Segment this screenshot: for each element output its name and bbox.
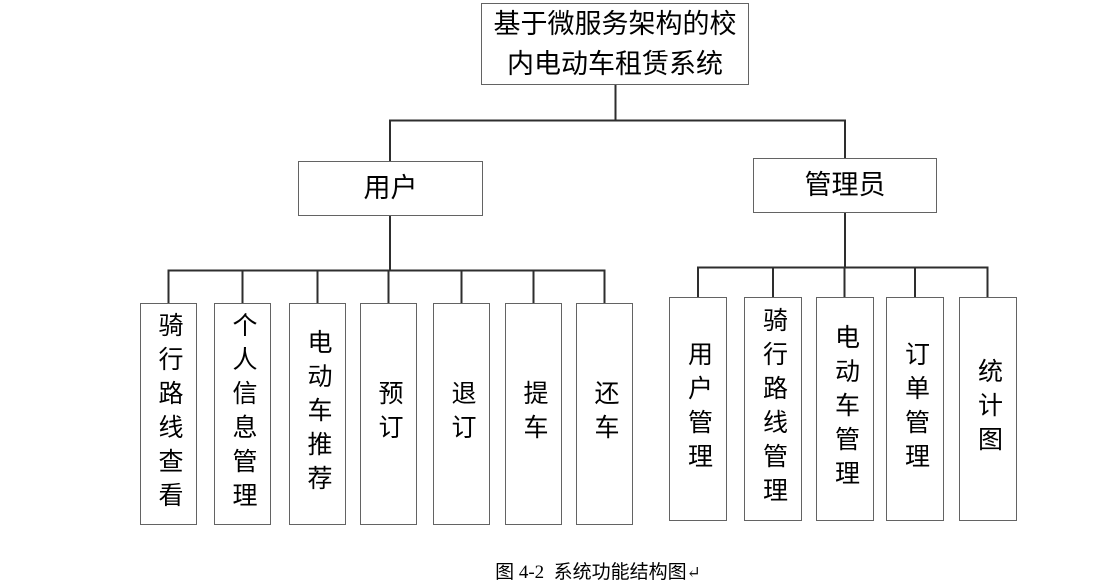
figure-caption-text: 图 4-2 系统功能结构图 bbox=[495, 562, 687, 583]
connector-root-to-branches bbox=[389, 84, 846, 162]
node-return-vehicle: 还车 bbox=[576, 303, 633, 525]
node-label: 个人信息管理 bbox=[229, 312, 256, 516]
paragraph-return-mark-icon: ↵ bbox=[686, 563, 701, 582]
node-branch-user-label: 用户 bbox=[363, 173, 418, 203]
node-user-management: 用户管理 bbox=[669, 297, 727, 521]
node-label: 统计图 bbox=[974, 358, 1002, 460]
node-ebike-recommendation: 电动车推荐 bbox=[289, 303, 346, 525]
node-root-label: 基于微服务架构的校内电动车租赁系统 bbox=[493, 9, 737, 79]
node-reserve: 预订 bbox=[360, 303, 417, 525]
node-label: 预订 bbox=[375, 380, 402, 448]
node-cancel-reservation: 退订 bbox=[433, 303, 490, 525]
node-label: 订单管理 bbox=[901, 341, 929, 477]
node-branch-user: 用户 bbox=[298, 161, 483, 216]
node-label: 电动车管理 bbox=[831, 324, 859, 494]
node-statistics-chart: 统计图 bbox=[959, 297, 1017, 521]
node-branch-admin-label: 管理员 bbox=[804, 170, 886, 200]
connector-admin-to-children bbox=[697, 212, 989, 298]
node-order-management: 订单管理 bbox=[886, 297, 944, 521]
node-personal-info-management: 个人信息管理 bbox=[214, 303, 271, 525]
node-pick-up-vehicle: 提车 bbox=[505, 303, 562, 525]
node-root-system: 基于微服务架构的校内电动车租赁系统 bbox=[481, 3, 749, 85]
node-label: 提车 bbox=[520, 380, 547, 448]
node-label: 骑行路线管理 bbox=[759, 307, 787, 511]
node-label: 用户管理 bbox=[684, 341, 712, 477]
node-riding-route-view: 骑行路线查看 bbox=[140, 303, 197, 525]
node-label: 退订 bbox=[448, 380, 475, 448]
node-label: 电动车推荐 bbox=[304, 329, 331, 499]
node-label: 骑行路线查看 bbox=[155, 312, 182, 516]
node-riding-route-management: 骑行路线管理 bbox=[744, 297, 802, 521]
node-ebike-management: 电动车管理 bbox=[816, 297, 874, 521]
node-label: 还车 bbox=[591, 380, 618, 448]
node-branch-admin: 管理员 bbox=[753, 158, 937, 213]
connector-user-to-children bbox=[167, 215, 606, 304]
figure-caption: 图 4-2 系统功能结构图↵ bbox=[0, 540, 1102, 585]
